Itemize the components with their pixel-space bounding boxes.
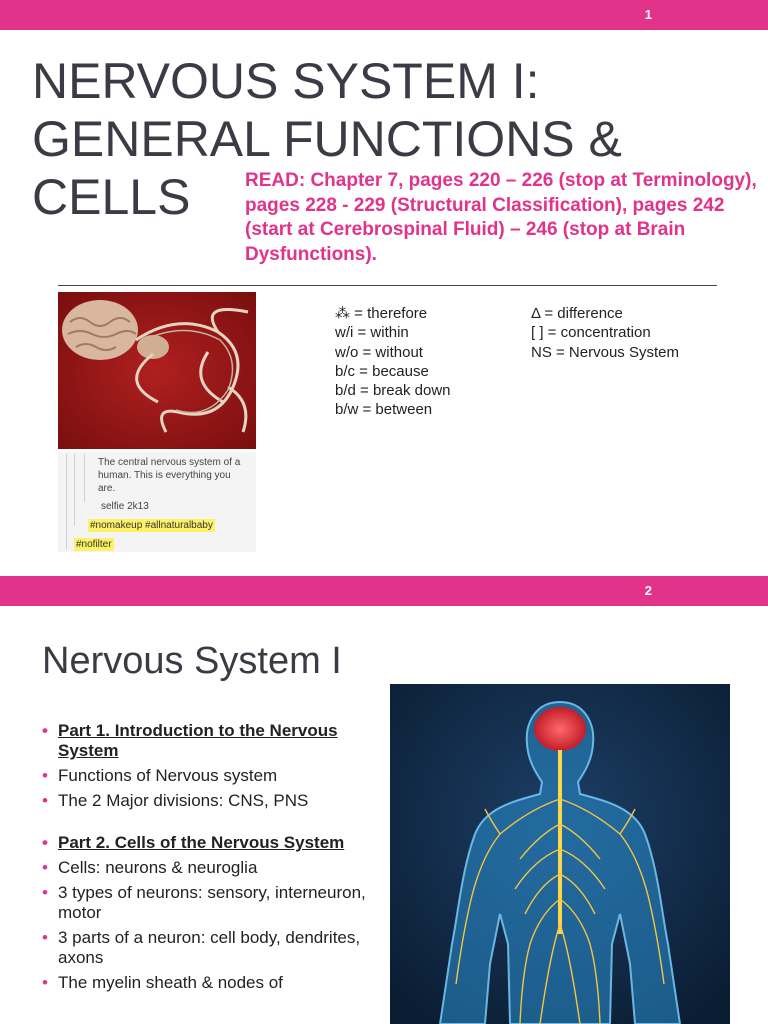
list-item: • Part 1. Introduction to the Nervous Sys…: [42, 721, 382, 761]
bullet-icon: •: [42, 833, 48, 852]
abbreviation-item: b/d = break down: [335, 382, 451, 400]
nervous-system-photo: [58, 292, 256, 449]
bullet-icon: •: [42, 928, 48, 947]
outline-list: • Part 1. Introduction to the Nervous Sys…: [42, 721, 382, 998]
meme-caption: The central nervous system of a human. T…: [58, 452, 256, 552]
bullet-icon: •: [42, 766, 48, 785]
thread-line: [74, 454, 75, 526]
abbreviation-item: b/w = between: [335, 401, 433, 419]
slide-2: 2 Nervous System I • Part 1. Introduction…: [0, 576, 768, 1024]
list-item: • Functions of Nervous system: [42, 766, 382, 786]
list-item-text: Part 2. Cells of the Nervous System: [58, 833, 345, 852]
list-item-text: The 2 Major divisions: CNS, PNS: [58, 791, 309, 810]
abbreviation-item: b/c = because: [335, 362, 429, 380]
slide-title: NERVOUS SYSTEM I: GENERAL FUNCTIONS & CE…: [32, 53, 622, 225]
reading-assignment: READ: Chapter 7, pages 220 – 226 (stop a…: [245, 170, 757, 265]
abbreviations-list-right: Δ = difference [ ] = concentration NS = …: [531, 304, 679, 362]
bullet-icon: •: [42, 721, 48, 740]
abbreviation-item: w/o = without: [335, 343, 423, 361]
abbreviation-item: Δ = difference: [531, 305, 623, 322]
list-item-text: The myelin sheath & nodes of: [58, 973, 283, 992]
list-item-text: Part 1. Introduction to the Nervous Syst…: [58, 721, 338, 760]
list-item-text: 3 parts of a neuron: cell body, dendrite…: [58, 928, 361, 967]
caption-text: The central nervous system of a human. T…: [98, 457, 241, 494]
list-item: • 3 types of neurons: sensory, interneuro…: [42, 883, 382, 923]
list-item: • The 2 Major divisions: CNS, PNS: [42, 791, 382, 811]
list-item: • Part 2. Cells of the Nervous System: [42, 833, 382, 853]
abbreviation-item: w/i = within: [335, 324, 409, 342]
list-item: • 3 parts of a neuron: cell body, dendrit…: [42, 928, 382, 968]
list-item: • Cells: neurons & neuroglia: [42, 858, 382, 878]
bullet-icon: •: [42, 858, 48, 877]
slide-header-bar: 1: [0, 0, 768, 30]
caption-selfie: selfie 2k13: [101, 501, 149, 512]
list-item: • The myelin sheath & nodes of: [42, 973, 382, 993]
abbreviation-item: ⁂ = therefore: [335, 305, 428, 322]
bullet-icon: •: [42, 883, 48, 902]
list-item-text: Cells: neurons & neuroglia: [58, 858, 258, 877]
thread-line: [66, 454, 67, 549]
slide-header-bar: 2: [0, 576, 768, 606]
nervous-system-illustration: [390, 684, 730, 1024]
slide-title: Nervous System I: [42, 640, 342, 682]
title-divider: [58, 285, 717, 286]
caption-hashtag-nofilter: #nofilter: [74, 538, 114, 551]
list-item-text: 3 types of neurons: sensory, interneuron…: [58, 883, 366, 922]
abbreviation-item: NS = Nervous System: [531, 343, 679, 361]
abbreviations-list-left: ⁂ = therefore w/i = within w/o = without…: [335, 304, 451, 420]
caption-hashtags: #nomakeup #allnaturalbaby: [88, 519, 215, 532]
abbreviation-item: [ ] = concentration: [531, 324, 651, 342]
slide-number: 1: [644, 7, 652, 22]
bullet-icon: •: [42, 791, 48, 810]
bullet-icon: •: [42, 973, 48, 992]
thread-line: [84, 454, 85, 502]
slide-1: 1 NERVOUS SYSTEM I: GENERAL FUNCTIONS & …: [0, 0, 768, 552]
list-item-text: Functions of Nervous system: [58, 766, 278, 785]
slide-number: 2: [644, 583, 652, 598]
